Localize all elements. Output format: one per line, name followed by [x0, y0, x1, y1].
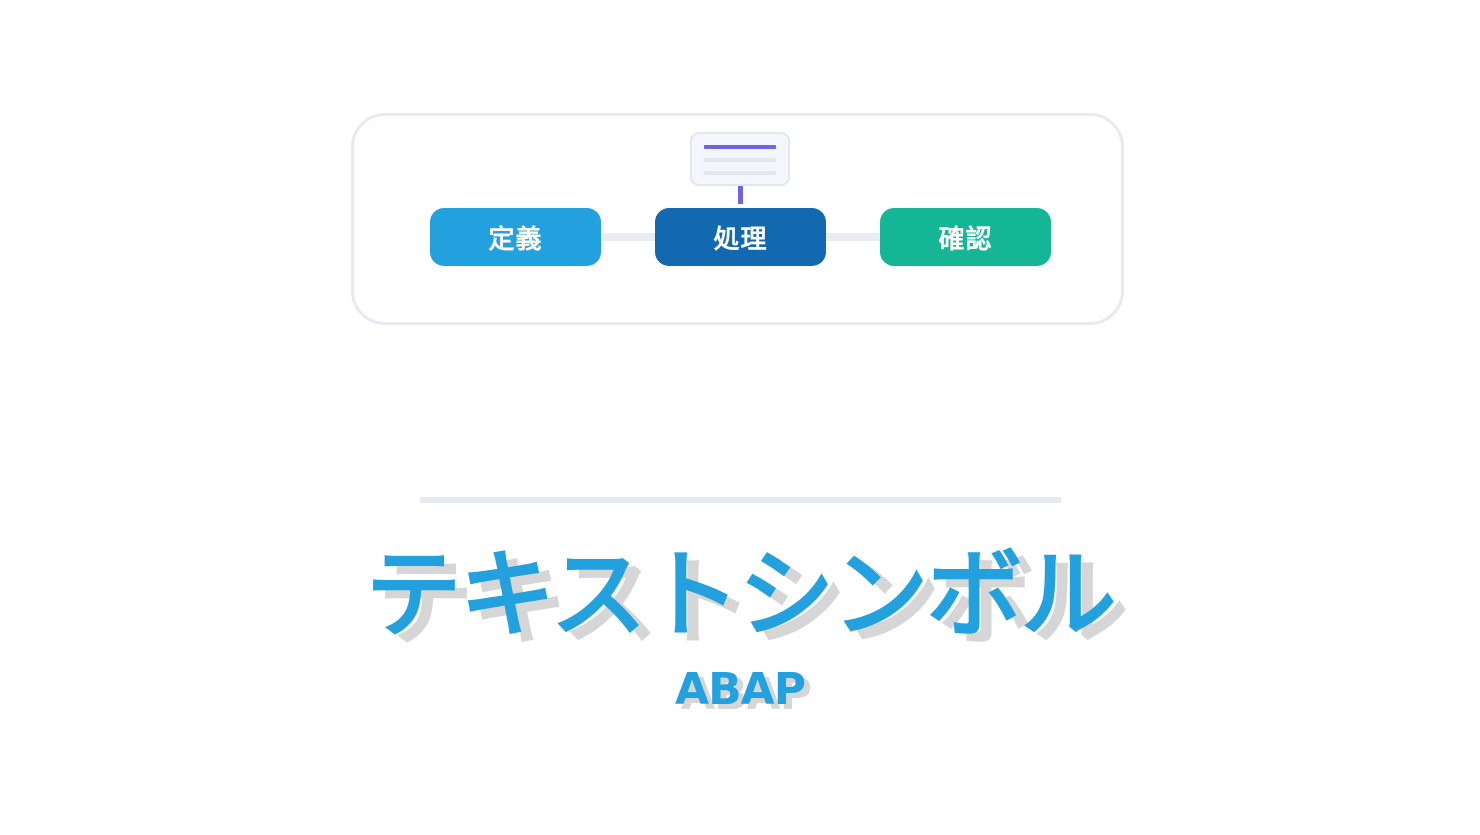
document-connector [738, 186, 743, 204]
step-define: 定義 [430, 208, 601, 266]
document-text-line [704, 171, 776, 175]
page-title-text: テキストシンボル [365, 539, 1116, 651]
page-subtitle: ABAP ABAP [0, 662, 1480, 720]
divider [420, 497, 1061, 503]
connector-define-process [598, 233, 658, 241]
step-process-label: 処理 [713, 224, 768, 255]
step-confirm-label: 確認 [938, 224, 993, 255]
page-title: テキストシンボル テキストシンボル [0, 535, 1480, 659]
document-icon [690, 132, 790, 186]
step-confirm: 確認 [880, 208, 1051, 266]
page-subtitle-text: ABAP [675, 664, 806, 715]
page-title-shadow: テキストシンボル [377, 547, 1128, 659]
page-subtitle-shadow: ABAP [681, 669, 812, 720]
step-define-label: 定義 [488, 224, 543, 255]
connector-process-confirm [823, 233, 883, 241]
document-text-line [704, 158, 776, 162]
step-process: 処理 [655, 208, 826, 266]
document-heading-line [704, 145, 776, 149]
